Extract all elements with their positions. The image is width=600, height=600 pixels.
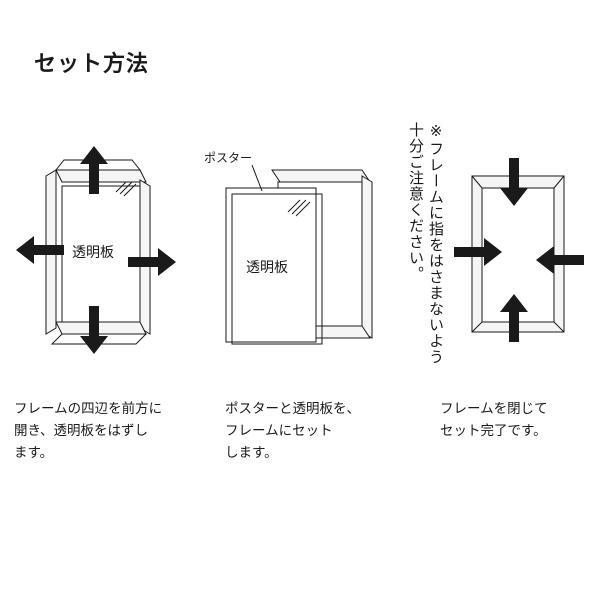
step2-line-1: ポスターと透明板を、 (225, 401, 360, 417)
caution-line-2: 十分ご注意ください。 (407, 122, 425, 282)
transparent-plate-label-2: 透明板 (246, 260, 288, 276)
step3-line-1: フレームを閉じて (440, 401, 548, 417)
step3-illustration (454, 158, 584, 342)
step2-caption: ポスターと透明板を、 フレームにセット します。 (225, 398, 360, 464)
poster-label: ポスター (204, 151, 252, 165)
step1-line-1: フレームの四辺を前方に (14, 401, 163, 417)
transparent-plate-label-1: 透明板 (72, 245, 114, 261)
step2-illustration: ポスター 透明板 (204, 151, 373, 345)
step1-line-3: ます。 (14, 445, 54, 461)
step1-illustration: 透明板 (16, 146, 176, 354)
opened-frame (45, 159, 151, 345)
poster-pointer (251, 164, 263, 192)
plate-reflection (287, 199, 311, 217)
caution-note: ※フレームに指をはさまないよう 十分ご注意ください。 (406, 122, 446, 365)
step2-line-3: します。 (225, 445, 278, 461)
step1-line-2: 開き、透明板をはずし (14, 423, 149, 439)
step1-caption: フレームの四辺を前方に 開き、透明板をはずし ます。 (14, 398, 162, 464)
step3-line-2: セット完了です。 (440, 423, 547, 439)
open-arrow-left (16, 236, 64, 264)
step3-caption: フレームを閉じて セット完了です。 (440, 398, 548, 442)
step2-line-2: フレームにセット (225, 423, 333, 439)
caution-line-1: ※フレームに指をはさまないよう (427, 122, 445, 365)
page-title: セット方法 (34, 52, 150, 77)
poster-sheet (225, 187, 323, 345)
